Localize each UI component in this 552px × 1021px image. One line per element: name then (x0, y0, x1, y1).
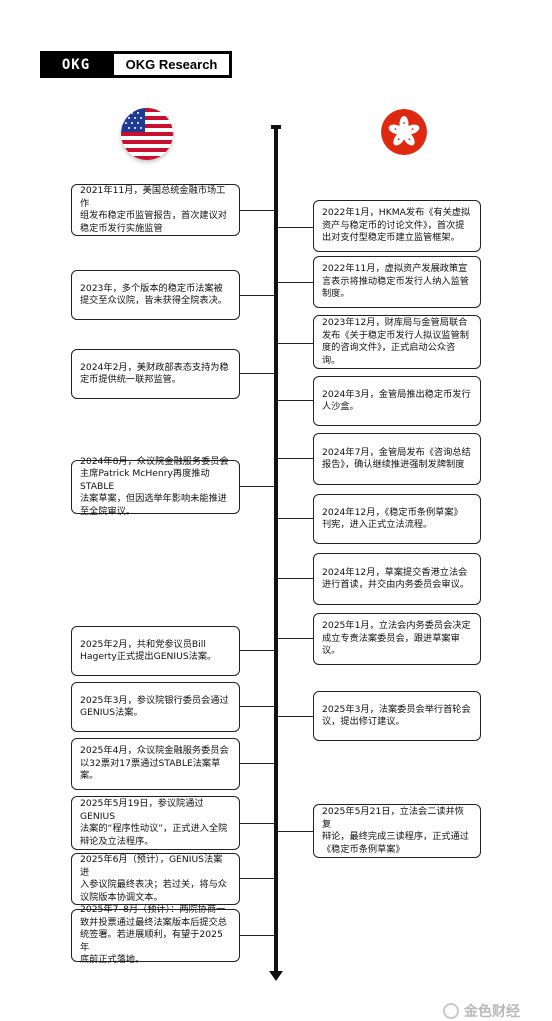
hong-kong-flag-icon (381, 109, 427, 155)
okg-logo-mark: OKG (61, 56, 91, 73)
hk-event-card: 2023年12月，财库局与金管局联合 发布《关于稳定币发行人拟议监管制 度的咨询… (313, 315, 481, 369)
us-event-text: 2025年6月（预计），GENIUS法案进 入参议院最终表决；若过关，将与众 议… (80, 854, 227, 903)
connector (240, 295, 274, 296)
watermark-logo-icon (443, 1003, 459, 1019)
us-event-card: 2024年2月，美财政部表态支持为稳 定币提供统一联邦监管。 (71, 349, 240, 399)
connector (278, 227, 313, 228)
us-flag-icon (121, 108, 173, 160)
hk-event-text: 2024年12月，《稳定币条例草案》 刊宪，进入正式立法流程。 (322, 506, 463, 531)
connector (278, 716, 313, 717)
hk-event-text: 2025年5月21日，立法会二读并恢复 辩论，最终完成三读程序，正式通过 《稳定… (322, 806, 469, 855)
us-event-card: 2025年3月，参议院银行委员会通过 GENIUS法案。 (71, 682, 240, 732)
watermark: 金色财经 (443, 1001, 520, 1021)
us-event-card: 2025年4月，众议院金融服务委员会 以32票对17票通过STABLE法案草案。 (71, 738, 240, 790)
hk-event-card: 2022年11月，虚拟资产发展政策宣 言表示将推动稳定币发行人纳入监管 制度。 (313, 256, 481, 308)
us-event-text: 2024年2月，美财政部表态支持为稳 定币提供统一联邦监管。 (80, 361, 229, 386)
hk-event-text: 2025年1月，立法会内务委员会决定 成立专责法案委员会，跟进草案审议。 (322, 620, 471, 657)
connector (278, 831, 313, 832)
connector (240, 823, 274, 824)
timeline-arrow-icon (269, 971, 283, 981)
connector (240, 763, 274, 764)
us-event-card: 2025年7–8月（预计）：两院协商一 致并投票通过最终法案版本后提交总 统签署… (71, 904, 240, 965)
hk-event-card: 2024年12月，草案提交香港立法会 进行首读，并交由内务委员会审议。 (313, 553, 481, 605)
us-event-text: 2025年7–8月（预计）：两院协商一 致并投票通过最终法案版本后提交总 统签署… (80, 904, 227, 966)
us-event-card: 2023年，多个版本的稳定币法案被 提交至众议院，皆未获得全院表决。 (71, 270, 240, 320)
hk-event-card: 2022年1月，HKMA发布《有关虚拟 资产与稳定币的讨论文件》，首次提 出对支… (313, 200, 481, 252)
hk-event-text: 2022年1月，HKMA发布《有关虚拟 资产与稳定币的讨论文件》，首次提 出对支… (322, 207, 471, 244)
us-event-text: 2023年，多个版本的稳定币法案被 提交至众议院，皆未获得全院表决。 (80, 282, 227, 307)
hk-event-text: 2022年11月，虚拟资产发展政策宣 言表示将推动稳定币发行人纳入监管 制度。 (322, 263, 469, 300)
connector (240, 486, 274, 487)
connector (240, 935, 274, 936)
hk-event-text: 2025年3月，法案委员会举行首轮会 议，提出修订建议。 (322, 703, 471, 728)
timeline-axis-cap (271, 125, 281, 129)
connector (240, 650, 274, 651)
timeline-axis (274, 127, 278, 975)
us-event-text: 2025年5月19日，参议院通过GENIUS 法案的“程序性动议”，正式进入全院… (80, 798, 228, 847)
us-event-card: 2025年6月（预计），GENIUS法案进 入参议院最终表决；若过关，将与众 议… (71, 853, 240, 905)
connector (278, 458, 313, 459)
hk-event-card: 2025年5月21日，立法会二读并恢复 辩论，最终完成三读程序，正式通过 《稳定… (313, 804, 481, 858)
connector (278, 343, 313, 344)
connector (278, 578, 313, 579)
us-event-text: 2025年2月，共和党参议员Bill Hagerty正式提出GENIUS法案。 (80, 638, 217, 663)
hk-event-text: 2024年12月，草案提交香港立法会 进行首读，并交由内务委员会审议。 (322, 566, 469, 591)
us-event-card: 2025年2月，共和党参议员Bill Hagerty正式提出GENIUS法案。 (71, 626, 240, 676)
connector (278, 400, 313, 401)
connector (278, 518, 313, 519)
us-event-text: 2021年11月，美国总统金融市场工作 组发布稳定币监管报告，首次建议对 稳定币… (80, 185, 227, 234)
watermark-text: 金色财经 (464, 1004, 520, 1020)
hk-event-card: 2024年3月，金管局推出稳定币发行 人沙盒。 (313, 376, 481, 426)
connector (240, 373, 274, 374)
us-event-text: 2025年3月，参议院银行委员会通过 GENIUS法案。 (80, 694, 229, 719)
hk-event-card: 2025年1月，立法会内务委员会决定 成立专责法案委员会，跟进草案审议。 (313, 613, 481, 665)
hk-event-card: 2024年7月，金管局发布《咨询总结 报告》，确认继续推进强制发牌制度 (313, 433, 481, 485)
connector (240, 210, 274, 211)
hk-event-text: 2024年7月，金管局发布《咨询总结 报告》，确认继续推进强制发牌制度 (322, 446, 471, 471)
connector (278, 282, 313, 283)
connector (240, 878, 274, 879)
hk-event-text: 2023年12月，财库局与金管局联合 发布《关于稳定币发行人拟议监管制 度的咨询… (322, 317, 469, 366)
hk-event-text: 2024年3月，金管局推出稳定币发行 人沙盒。 (322, 388, 471, 413)
us-event-card: 2025年5月19日，参议院通过GENIUS 法案的“程序性动议”，正式进入全院… (71, 796, 240, 850)
us-event-text: 2024年8月，众议院金融服务委员会 主席Patrick McHenry再度推动… (80, 455, 229, 517)
hk-event-card: 2025年3月，法案委员会举行首轮会 议，提出修订建议。 (313, 691, 481, 741)
us-event-text: 2025年4月，众议院金融服务委员会 以32票对17票通过STABLE法案草案。 (80, 745, 229, 782)
hk-event-card: 2024年12月，《稳定币条例草案》 刊宪，进入正式立法流程。 (313, 494, 481, 544)
brand-name: OKG Research (114, 54, 229, 75)
connector (240, 706, 274, 707)
connector (278, 638, 313, 639)
us-event-card: 2021年11月，美国总统金融市场工作 组发布稳定币监管报告，首次建议对 稳定币… (71, 184, 240, 236)
okg-research-logo: OKG OKG Research (40, 51, 232, 78)
us-event-card: 2024年8月，众议院金融服务委员会 主席Patrick McHenry再度推动… (71, 456, 240, 517)
